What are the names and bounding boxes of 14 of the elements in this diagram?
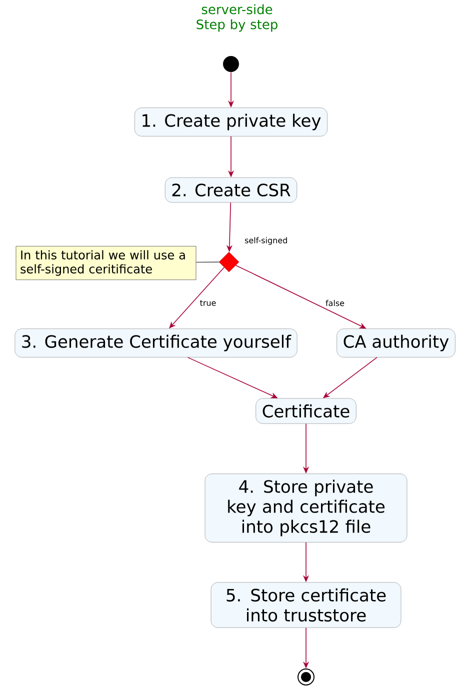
end-dot [298,668,314,686]
action-box: 2. Create CSR [164,177,298,203]
action-box: 4. Store private key and certificate into pkcs12 file [204,474,408,542]
note-box: In this tutorial we will use a self-signed ceritificate [16,246,196,280]
action-box: 1. Create private key [134,108,328,136]
action-box: 5. Store certificate into truststore [210,582,402,628]
start-dot [223,56,239,72]
edge-label: true [198,299,218,307]
edge-label: false [324,298,346,308]
title: server-side Step by step [196,4,278,32]
action-box: CA authority [336,328,456,358]
action-box: Certificate [256,398,356,424]
condition-label: self-signed [244,237,287,245]
action-box: 3. Generate Certificate yourself [14,328,298,358]
